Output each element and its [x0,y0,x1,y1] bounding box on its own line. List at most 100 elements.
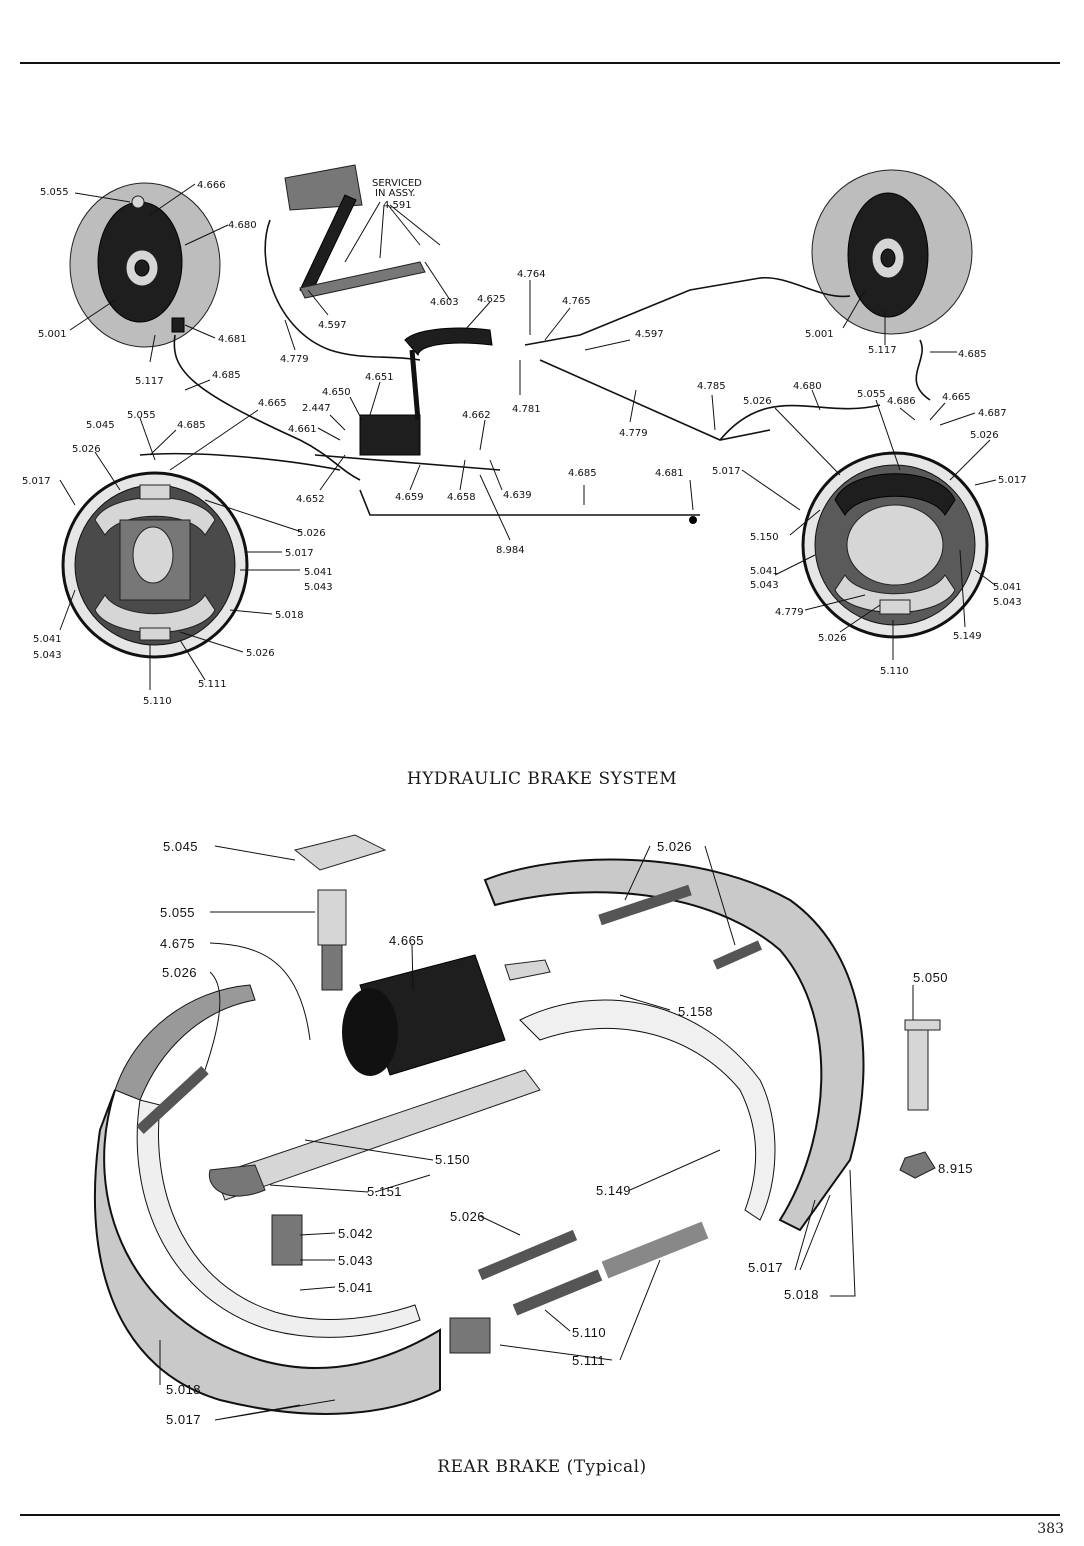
rear-brake-drum-left [61,471,249,659]
rear-labels: 5.045 5.055 4.675 5.026 4.665 5.026 5.15… [160,839,973,1427]
master-cylinder [314,327,501,471]
brake-lines [139,277,931,524]
label-5043: 5.043 [33,650,62,661]
label-8915: 8.915 [938,1161,973,1176]
label-in-assy: IN ASSY. [375,188,415,199]
label-4685: 4.685 [177,420,206,431]
label-5026: 5.026 [162,965,197,980]
label-5041: 5.041 [750,566,779,577]
rear-brake-shoe-right [483,858,865,1232]
label-4680: 4.680 [793,381,822,392]
label-4764: 4.764 [517,269,546,280]
label-4687: 4.687 [978,408,1007,419]
label-5055: 5.055 [40,187,69,198]
hold-down-parts [271,834,941,1266]
label-5017: 5.017 [22,476,51,487]
springs [136,884,763,1354]
label-8984: 8.984 [496,545,525,556]
label-5117: 5.117 [135,376,164,387]
label-5055: 5.055 [127,410,156,421]
label-4665: 4.665 [389,933,424,948]
label-5110: 5.110 [143,696,172,707]
label-5111: 5.111 [572,1353,605,1368]
page-number: 383 [1037,1521,1064,1537]
label-4597: 4.597 [318,320,347,331]
label-4662: 4.662 [462,410,491,421]
label-4681: 4.681 [655,468,684,479]
label-4681: 4.681 [218,334,247,345]
label-5043: 5.043 [338,1253,373,1268]
label-5149: 5.149 [596,1183,631,1198]
front-backing-plate-left [69,182,221,348]
label-5041: 5.041 [33,634,62,645]
caption-rear-brake: REAR BRAKE (Typical) [437,1457,647,1477]
rear-leader-lines [159,845,914,1421]
label-5017: 5.017 [748,1260,783,1275]
label-5055: 5.055 [160,905,195,920]
top-rule [20,62,1060,64]
label-2447: 2.447 [302,403,331,414]
front-backing-plate-right [811,169,973,335]
label-4665: 4.665 [942,392,971,403]
label-5018: 5.018 [275,610,304,621]
label-4781: 4.781 [512,404,541,415]
label-5001: 5.001 [805,329,834,340]
label-5026: 5.026 [657,839,692,854]
label-4686: 4.686 [887,396,916,407]
label-5041: 5.041 [338,1280,373,1295]
label-4666: 4.666 [197,180,226,191]
wheel-cylinder [342,954,551,1076]
label-4659: 4.659 [395,492,424,503]
label-5018: 5.018 [784,1287,819,1302]
label-4658: 4.658 [447,492,476,503]
label-5158: 5.158 [678,1004,713,1019]
label-5043: 5.043 [993,597,1022,608]
label-4779: 4.779 [619,428,648,439]
label-4603: 4.603 [430,297,459,308]
brake-pedal-assembly [264,164,426,361]
label-4650: 4.650 [322,387,351,398]
label-5110: 5.110 [572,1325,606,1340]
label-5150: 5.150 [435,1152,470,1167]
label-5026: 5.026 [72,444,101,455]
label-4651: 4.651 [365,372,394,383]
label-5026: 5.026 [246,648,275,659]
label-4779: 4.779 [775,607,804,618]
label-5110: 5.110 [880,666,909,677]
label-5026: 5.026 [450,1209,485,1224]
label-4685: 4.685 [958,349,987,360]
label-5042: 5.042 [338,1226,373,1241]
label-4765: 4.765 [562,296,591,307]
label-4685: 4.685 [212,370,241,381]
label-5017: 5.017 [712,466,741,477]
label-5026: 5.026 [818,633,847,644]
label-5045: 5.045 [86,420,115,431]
hydraulic-labels: 5.055 4.666 4.680 5.001 4.681 5.117 4.68… [22,178,1027,707]
label-4785: 4.785 [697,381,726,392]
label-5111: 5.111 [198,679,227,690]
label-5041: 5.041 [304,567,333,578]
label-5043: 5.043 [750,580,779,591]
label-5041: 5.041 [993,582,1022,593]
label-4591: 4.591 [383,200,412,211]
label-5043: 5.043 [304,582,333,593]
label-5017: 5.017 [166,1412,201,1427]
label-5026: 5.026 [743,396,772,407]
label-5026: 5.026 [297,528,326,539]
label-4665: 4.665 [258,398,287,409]
bottom-rule [20,1514,1060,1516]
label-5017: 5.017 [998,475,1027,486]
label-5050: 5.050 [913,970,948,985]
caption-hydraulic-brake-system: HYDRAULIC BRAKE SYSTEM [406,769,678,789]
label-5017: 5.017 [285,548,314,559]
label-4661: 4.661 [288,424,317,435]
label-4680: 4.680 [228,220,257,231]
label-5001: 5.001 [38,329,67,340]
rear-brake-shoe-left [94,984,441,1415]
label-5150: 5.150 [750,532,779,543]
label-5117: 5.117 [868,345,897,356]
adjusting-lever-5150 [208,1069,541,1201]
label-4652: 4.652 [296,494,325,505]
